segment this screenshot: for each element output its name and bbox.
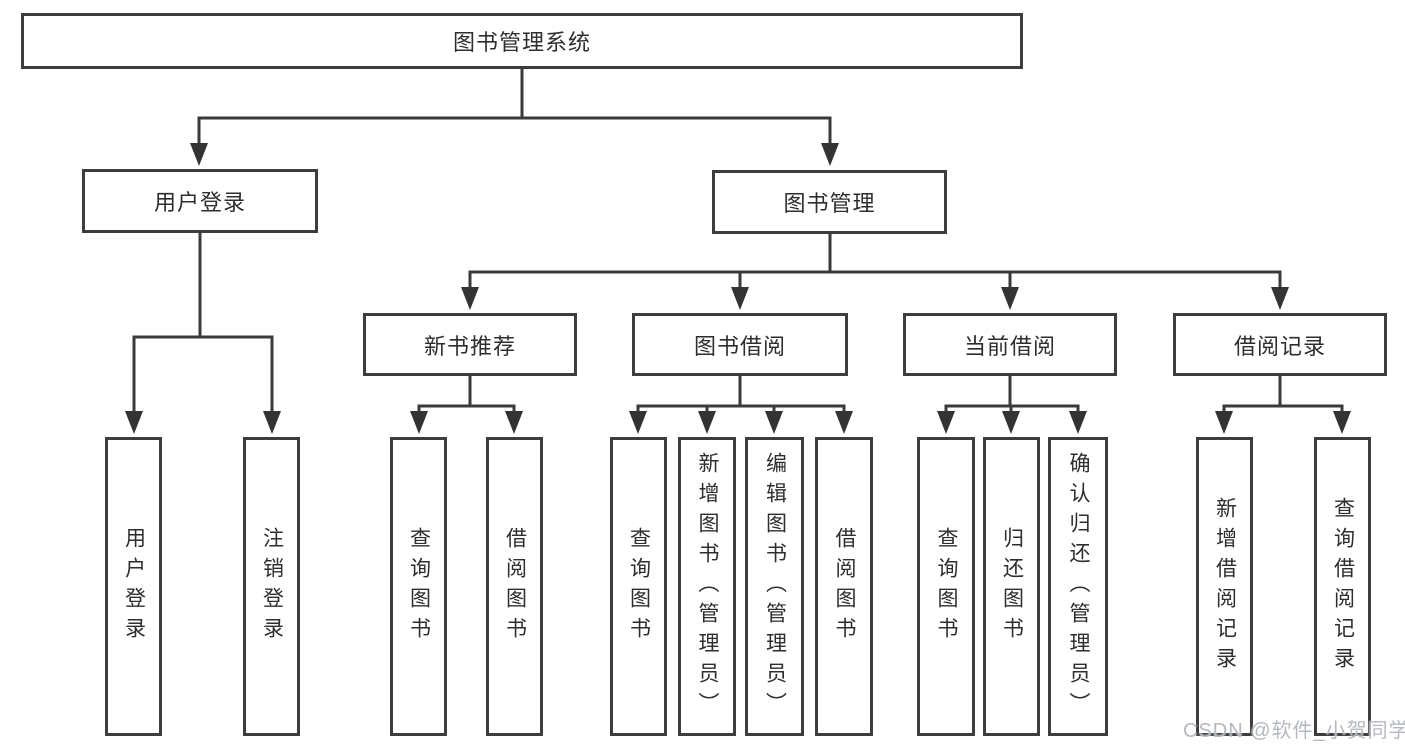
arrow-down-icon	[937, 411, 955, 434]
connector-borrow-records-to-leaves	[1222, 376, 1344, 413]
arrow-down-icon	[1002, 411, 1020, 434]
arrow-down-icon	[765, 411, 783, 434]
leaf-borrow-books-recommend: 借阅图书	[486, 437, 543, 736]
leaf-query-books-borrow: 查询图书	[610, 437, 667, 736]
arrow-down-icon	[1215, 411, 1233, 434]
connector-book-management-to-level2	[468, 234, 1282, 289]
leaf-edit-books-admin: 编辑图书（管理员）	[745, 437, 804, 736]
arrow-down-icon	[698, 411, 716, 434]
node-new-book-recommend: 新书推荐	[363, 313, 577, 376]
connector-current-borrow-to-leaves	[944, 376, 1080, 413]
leaf-borrow-books-borrow: 借阅图书	[815, 437, 873, 736]
leaf-user-login: 用户登录	[105, 437, 162, 736]
arrow-down-icon	[1069, 411, 1087, 434]
node-root-system: 图书管理系统	[21, 13, 1023, 69]
connector-root-to-level1	[197, 69, 832, 148]
arrow-down-icon	[835, 411, 853, 434]
arrow-down-icon	[125, 411, 143, 434]
leaf-logout-login: 注销登录	[243, 437, 300, 736]
arrow-down-icon	[1001, 287, 1019, 310]
arrow-down-icon	[731, 287, 749, 310]
arrow-down-icon	[1271, 287, 1289, 310]
leaf-add-books-admin: 新增图书（管理员）	[678, 437, 736, 736]
arrow-down-icon	[629, 411, 647, 434]
arrow-down-icon	[821, 143, 839, 166]
connector-book-borrow-to-leaves	[636, 376, 846, 413]
arrow-down-icon	[505, 411, 523, 434]
node-user-login: 用户登录	[82, 169, 318, 233]
leaf-add-borrow-record: 新增借阅记录	[1196, 437, 1253, 736]
node-borrow-records: 借阅记录	[1173, 313, 1387, 376]
arrow-down-icon	[263, 411, 281, 434]
arrow-down-icon	[1333, 411, 1351, 434]
node-book-borrow: 图书借阅	[632, 313, 848, 376]
arrow-down-icon	[190, 143, 208, 166]
node-current-borrow: 当前借阅	[903, 313, 1117, 376]
leaf-return-books: 归还图书	[983, 437, 1040, 736]
arrow-down-icon	[461, 287, 479, 310]
connector-new-book-to-leaves	[417, 376, 516, 413]
watermark: CSDN @软件_小贺同学	[1183, 720, 1405, 742]
connector-user-login-to-leaves	[132, 233, 274, 413]
leaf-query-books-recommend: 查询图书	[390, 437, 447, 736]
leaf-confirm-return-admin: 确认归还（管理员）	[1048, 437, 1108, 736]
arrow-down-icon	[410, 411, 428, 434]
leaf-query-books-current: 查询图书	[917, 437, 975, 736]
node-book-management: 图书管理	[712, 170, 947, 234]
leaf-query-borrow-record: 查询借阅记录	[1314, 437, 1371, 736]
